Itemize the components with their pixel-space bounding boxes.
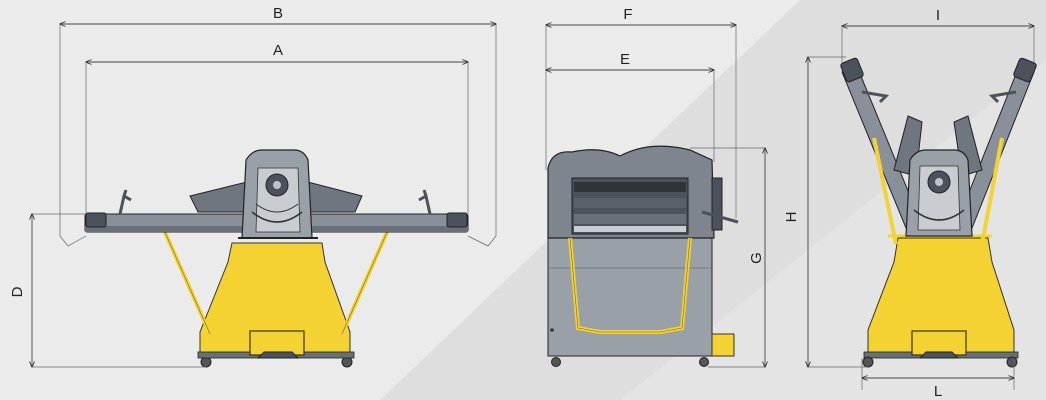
side-left-wheel <box>551 357 561 367</box>
side-view-machine <box>547 145 739 367</box>
raised-right-wheel <box>1006 356 1018 368</box>
side-roller-1 <box>574 182 686 192</box>
raised-head-arc <box>913 209 965 221</box>
front-pedal <box>256 351 300 359</box>
side-dimension-lines <box>546 25 765 367</box>
side-roller-3 <box>574 214 686 224</box>
front-head-arc <box>251 211 303 223</box>
raised-roller-knob-center <box>935 178 943 186</box>
front-right-roller <box>446 212 468 228</box>
front-pedal-box <box>249 330 305 356</box>
raised-left-strut <box>872 137 898 245</box>
raised-pedal-box <box>911 330 967 356</box>
dimension-label-l: L <box>934 383 942 400</box>
side-pedal-box <box>711 333 735 357</box>
side-roller-2 <box>574 198 686 208</box>
dimension-label-d: D <box>9 286 26 297</box>
front-roller-knob-center <box>273 181 281 189</box>
raised-right-hook <box>988 90 1017 104</box>
side-right-wheel <box>699 357 709 367</box>
front-right-strut-edge <box>341 229 389 335</box>
front-left-wheel <box>200 356 212 368</box>
side-crank-housing <box>711 177 723 231</box>
raised-left-wheel <box>862 356 874 368</box>
side-crank-handle <box>701 210 739 224</box>
side-roller-4 <box>574 226 686 232</box>
front-right-hook <box>418 189 432 215</box>
dimension-label-b: B <box>273 5 283 22</box>
dimension-label-f: F <box>623 6 632 23</box>
raised-right-roller <box>1013 57 1037 83</box>
front-left-roller <box>85 212 107 228</box>
raised-dimension-lines <box>808 26 1034 390</box>
front-left-strut-edge <box>163 229 211 335</box>
dimension-label-e: E <box>620 51 630 68</box>
front-dimension-lines <box>32 24 496 367</box>
raised-pedal <box>918 351 960 359</box>
dimension-label-h: H <box>783 212 800 223</box>
front-right-wheel <box>341 356 353 368</box>
side-cabinet-bolt <box>550 328 554 332</box>
dimension-label-g: G <box>748 252 765 264</box>
raised-view-machine <box>840 57 1037 368</box>
side-yellow-frame-edge <box>569 237 691 333</box>
raised-left-roller <box>840 57 864 83</box>
front-left-hook <box>118 189 132 215</box>
front-view-machine <box>84 149 469 368</box>
raised-left-hook <box>861 90 890 104</box>
dimension-label-a: A <box>273 42 283 59</box>
front-head-arc-2 <box>255 203 299 213</box>
raised-right-strut <box>980 137 1004 245</box>
dimension-label-i: I <box>936 7 940 24</box>
